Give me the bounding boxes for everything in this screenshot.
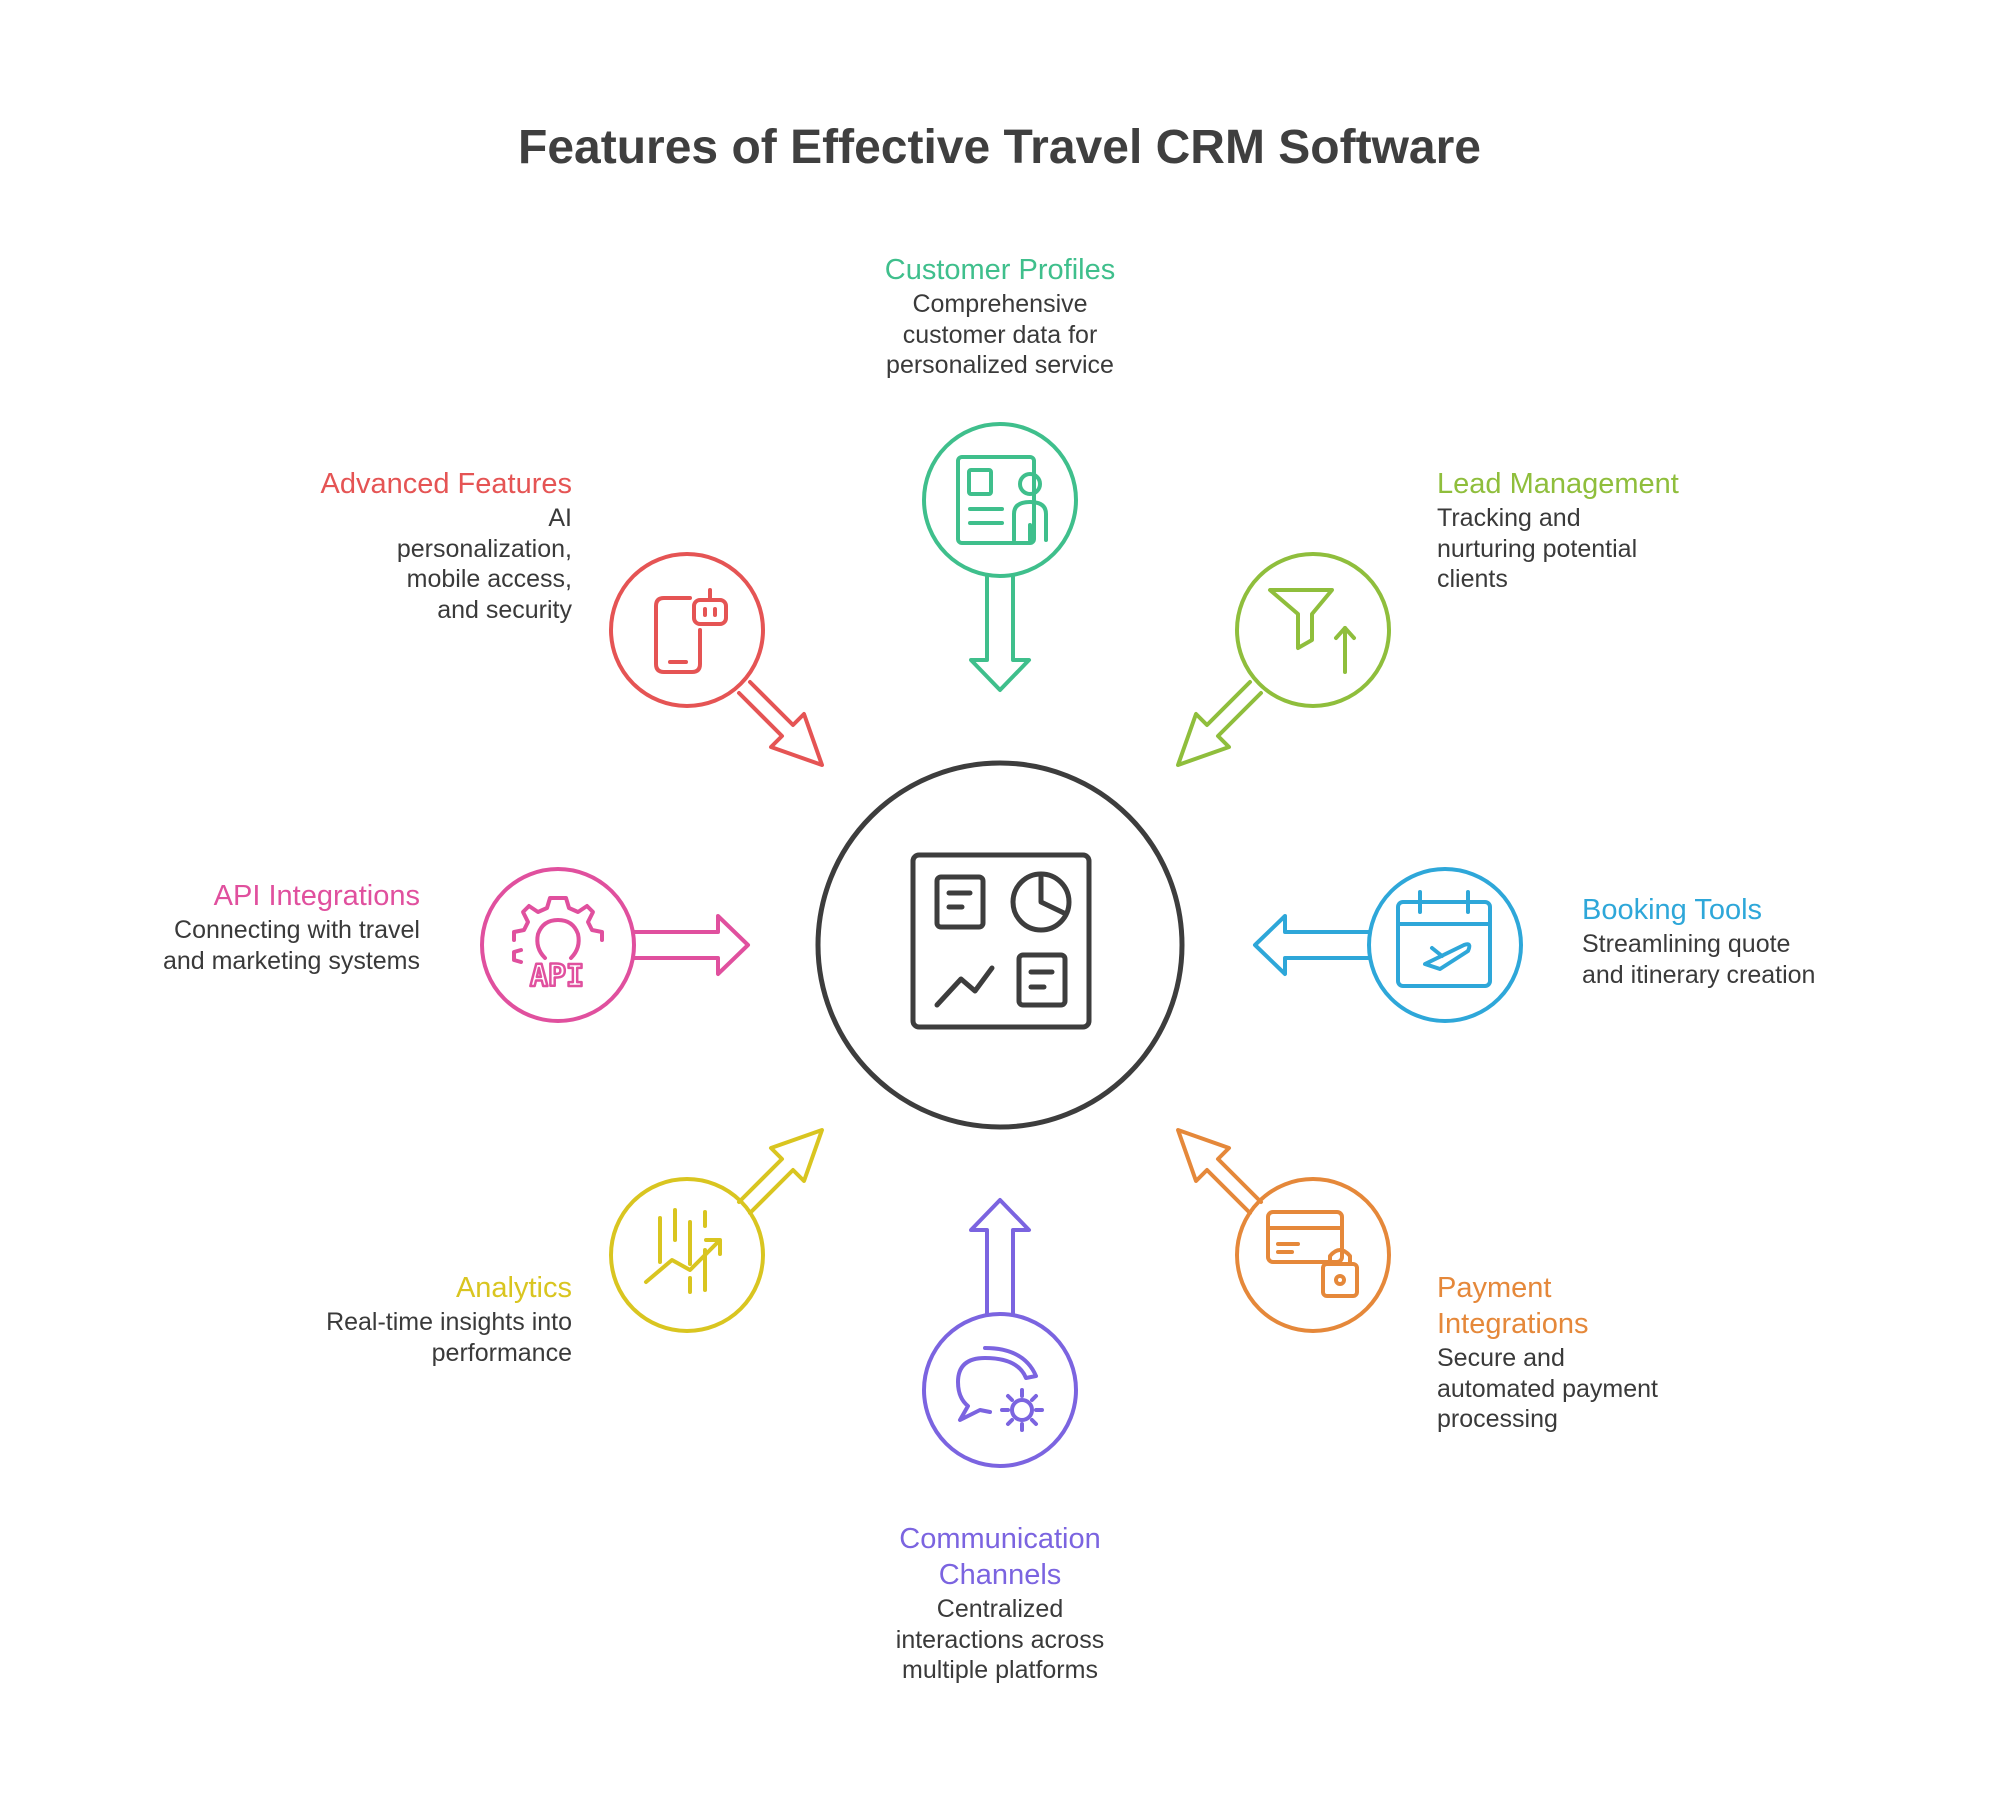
label-lead-management: Lead Management Tracking and nurturing p… (1437, 466, 1717, 595)
feature-title: Communication Channels (899, 1523, 1101, 1591)
label-booking-tools: Booking Tools Streamlining quote and iti… (1582, 892, 1862, 990)
label-advanced-features: Advanced Features AI personalization, mo… (272, 466, 572, 625)
node-api-integrations: API (480, 867, 750, 1023)
node-lead-management (1176, 552, 1391, 767)
center-hub (815, 760, 1185, 1130)
card-lock-icon (1266, 1210, 1359, 1298)
label-payment-integrations: Payment Integrations Secure and automate… (1437, 1270, 1717, 1435)
arrow-payment-integrations (1176, 1128, 1263, 1215)
arrow-customer-profiles (969, 574, 1031, 692)
feature-title: Payment Integrations (1437, 1272, 1589, 1340)
feature-title: Customer Profiles (884, 254, 1116, 286)
feature-title: API Integrations (213, 880, 420, 912)
node-payment-integrations (1176, 1128, 1391, 1333)
feature-description: Streamlining quote and itinerary creatio… (1582, 930, 1816, 989)
phone-bot-icon (654, 588, 728, 674)
node-booking-tools (1253, 867, 1523, 1023)
dashboard-icon (910, 852, 1092, 1030)
node-analytics (609, 1128, 824, 1333)
arrow-lead-management (1176, 680, 1263, 767)
funnel-icon (1268, 588, 1356, 674)
gear-api-icon: API (512, 896, 604, 995)
node-communication-channels (922, 1198, 1078, 1468)
arrow-communication-channels (969, 1198, 1031, 1316)
arrow-advanced-features (737, 680, 824, 767)
label-analytics: Analytics Real-time insights into perfor… (242, 1270, 572, 1368)
profile-card-icon (956, 455, 1048, 545)
arrow-booking-tools (1253, 914, 1371, 976)
feature-title: Advanced Features (320, 468, 572, 500)
api-icon-text: API (530, 959, 584, 994)
feature-description: AI personalization, mobile access, and s… (396, 504, 572, 624)
calendar-plane-icon (1396, 890, 1492, 988)
arrow-analytics (737, 1128, 824, 1215)
label-api-integrations: API Integrations Connecting with travel … (130, 878, 420, 976)
chat-gear-icon (956, 1346, 1044, 1432)
arrow-api-integrations (632, 914, 750, 976)
chart-trend-icon (644, 1208, 722, 1294)
feature-description: Tracking and nurturing potential clients (1437, 504, 1638, 593)
feature-description: Connecting with travel and marketing sys… (162, 916, 420, 975)
label-customer-profiles: Customer Profiles Comprehensive customer… (835, 252, 1165, 381)
feature-description: Secure and automated payment processing (1437, 1344, 1658, 1433)
feature-description: Real-time insights into performance (326, 1308, 572, 1367)
node-customer-profiles (922, 422, 1078, 692)
feature-title: Analytics (455, 1272, 572, 1304)
feature-title: Booking Tools (1582, 894, 1763, 926)
feature-title: Lead Management (1437, 468, 1679, 500)
feature-description: Comprehensive customer data for personal… (886, 290, 1114, 379)
feature-description: Centralized interactions across multiple… (895, 1595, 1105, 1684)
page-title: Features of Effective Travel CRM Softwar… (518, 121, 1481, 174)
node-advanced-features (609, 552, 824, 767)
label-communication-channels: Communication Channels Centralized inter… (835, 1521, 1165, 1686)
